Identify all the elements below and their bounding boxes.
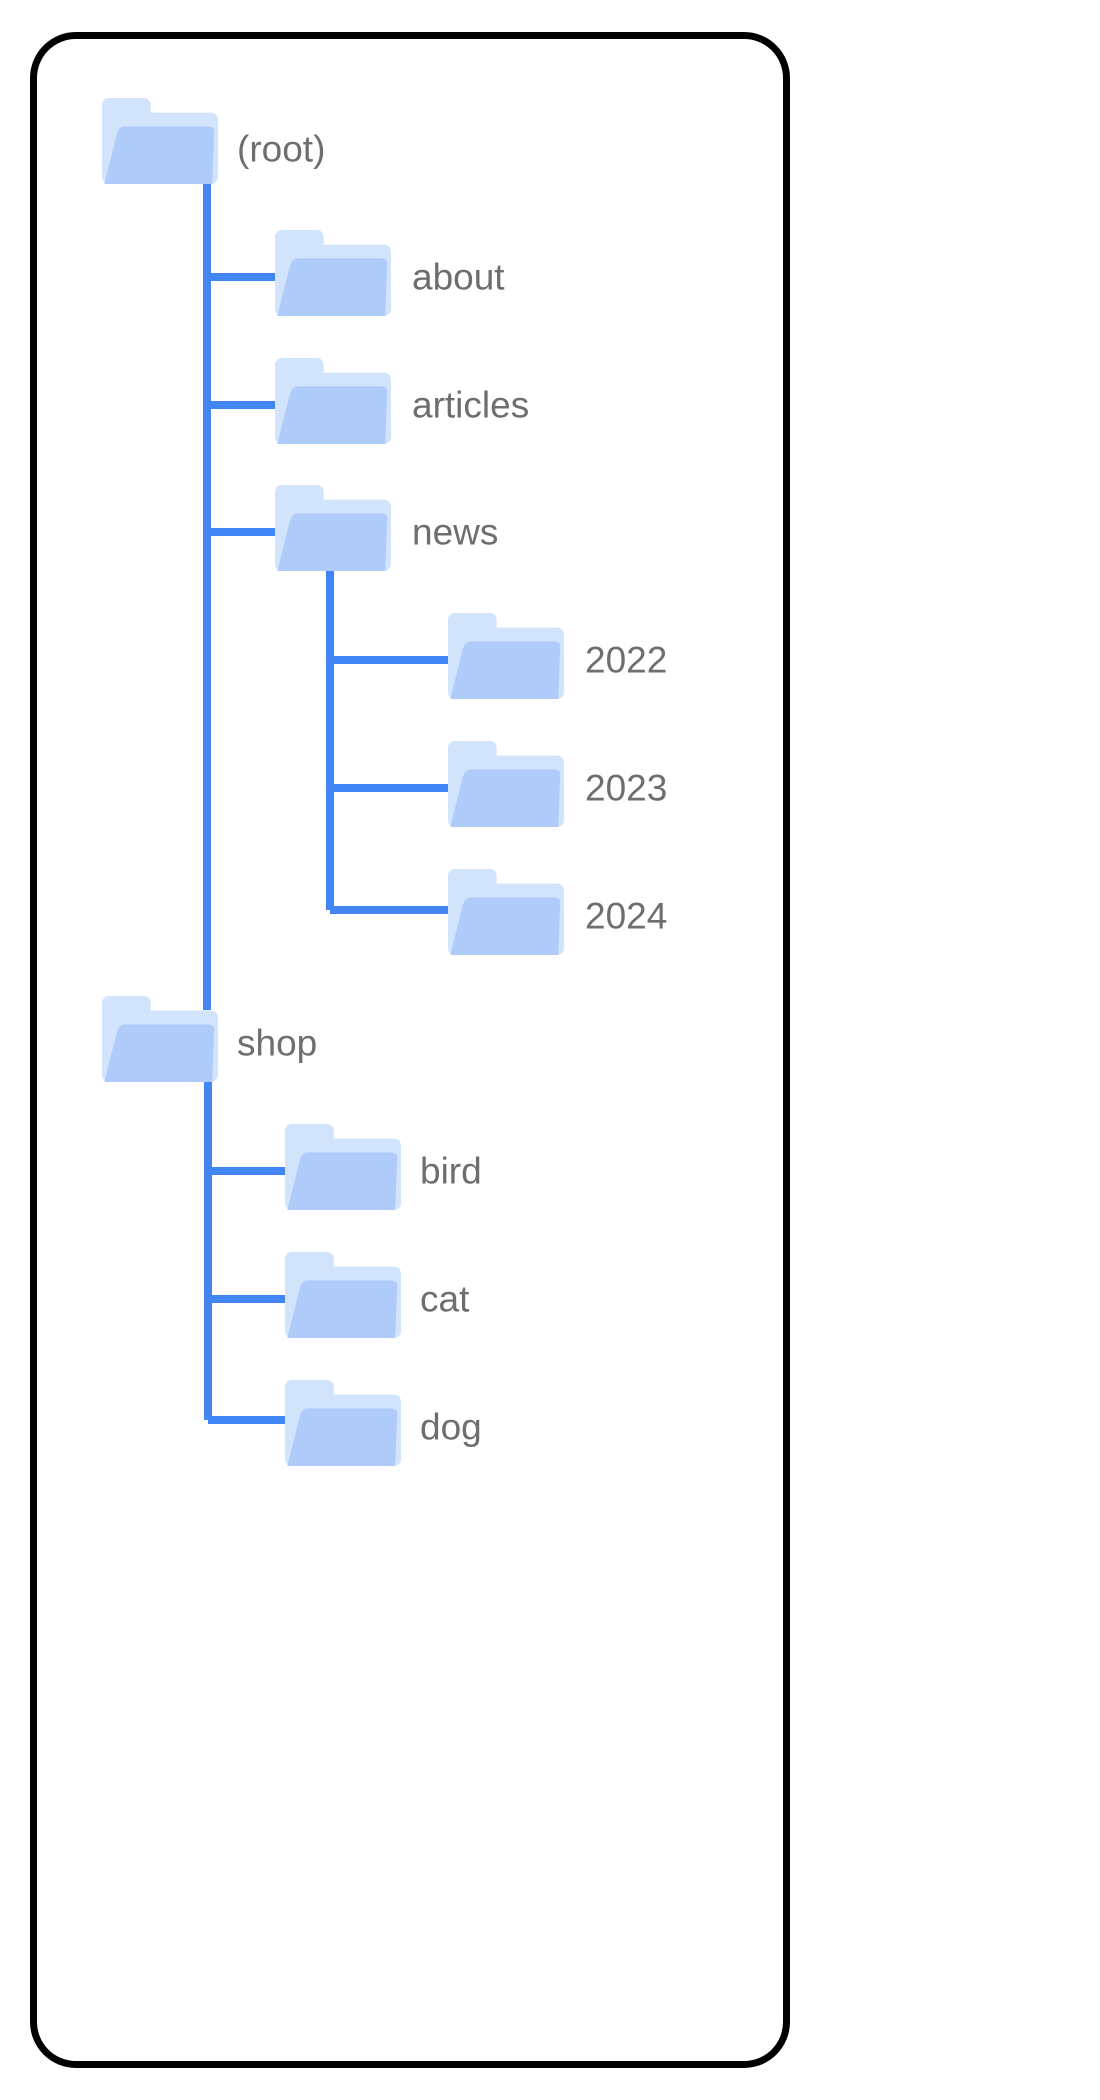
node-label: 2023: [585, 768, 667, 809]
edges-layer: [203, 183, 452, 1424]
folder-icon[interactable]: [285, 1252, 401, 1338]
node-label: cat: [420, 1279, 470, 1320]
tree-node-2024[interactable]: 2024: [448, 869, 667, 955]
folder-icon[interactable]: [448, 741, 564, 827]
folder-front: [277, 386, 388, 444]
tree-node-articles[interactable]: articles: [275, 358, 529, 444]
folder-front: [287, 1408, 398, 1466]
tree-node-2022[interactable]: 2022: [448, 613, 667, 699]
folder-icon[interactable]: [275, 485, 391, 571]
node-label: bird: [420, 1151, 482, 1192]
node-label: articles: [412, 385, 529, 426]
folder-front: [104, 1024, 215, 1082]
folder-front: [287, 1280, 398, 1338]
folder-icon[interactable]: [285, 1380, 401, 1466]
folder-icon[interactable]: [275, 358, 391, 444]
tree-node-about[interactable]: about: [275, 230, 505, 316]
node-label: dog: [420, 1407, 482, 1448]
tree-node-dog[interactable]: dog: [285, 1380, 482, 1466]
node-label: (root): [237, 129, 325, 170]
folder-icon[interactable]: [102, 98, 218, 184]
tree-node-bird[interactable]: bird: [285, 1124, 482, 1210]
folder-icon[interactable]: [448, 869, 564, 955]
tree-node-cat[interactable]: cat: [285, 1252, 470, 1338]
node-label: news: [412, 512, 498, 553]
folder-icon[interactable]: [448, 613, 564, 699]
tree-node-2023[interactable]: 2023: [448, 741, 667, 827]
tree-node-shop[interactable]: shop: [102, 996, 317, 1082]
node-label: 2022: [585, 640, 667, 681]
tree-node-root[interactable]: (root): [102, 98, 325, 184]
folder-icon[interactable]: [275, 230, 391, 316]
folder-icon[interactable]: [285, 1124, 401, 1210]
nodes-layer: (root) about articles news 2022 2023 2024 shop b…: [102, 98, 667, 1466]
tree-node-news[interactable]: news: [275, 485, 498, 571]
folder-front: [104, 126, 215, 184]
node-label: 2024: [585, 896, 667, 937]
folder-icon[interactable]: [102, 996, 218, 1082]
folder-front: [450, 641, 561, 699]
folder-front: [450, 897, 561, 955]
folder-front: [277, 513, 388, 571]
node-label: shop: [237, 1023, 317, 1064]
folder-front: [450, 769, 561, 827]
node-label: about: [412, 257, 505, 298]
folder-front: [287, 1152, 398, 1210]
folder-front: [277, 258, 388, 316]
